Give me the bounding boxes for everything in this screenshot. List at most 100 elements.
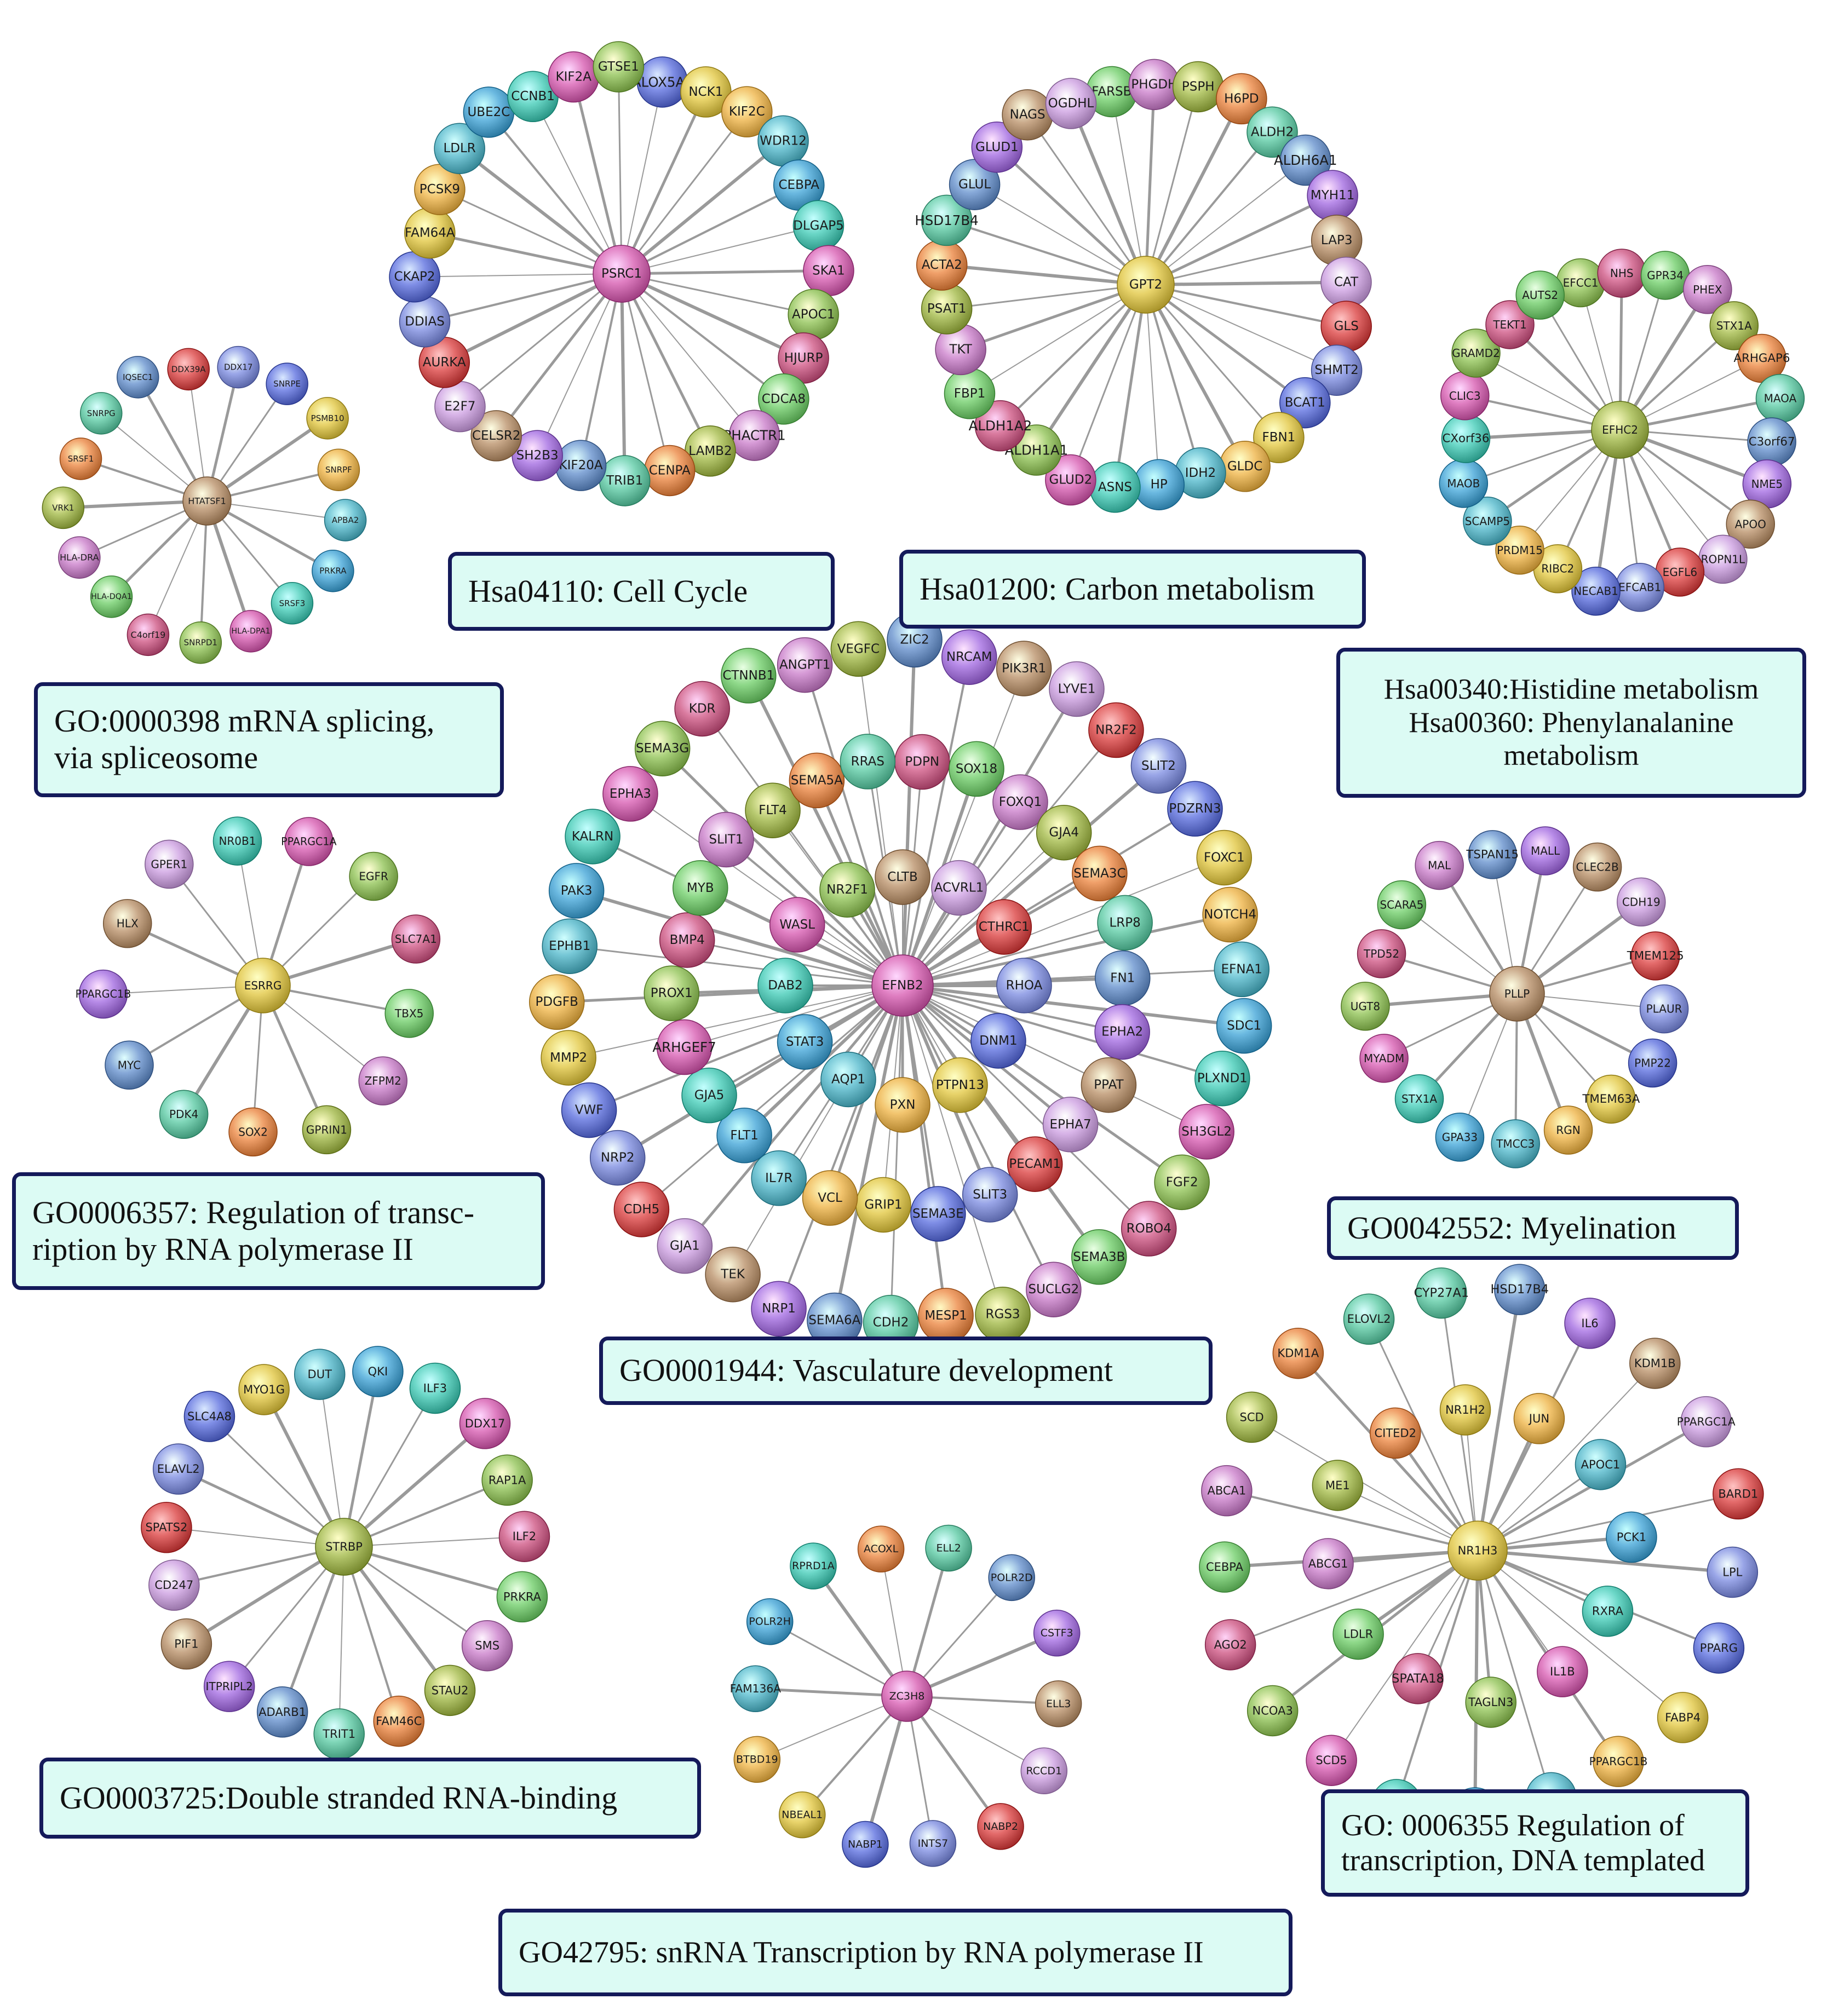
gene-node-GPA33: GPA33	[1435, 1113, 1485, 1162]
node-label: IDH2	[1185, 466, 1216, 480]
gene-node-POLR2H: POLR2H	[746, 1598, 794, 1645]
gene-node-FBP1: FBP1	[944, 368, 996, 419]
edge-EFNB2-FGF2	[901, 984, 1184, 1184]
node-label: FOXQ1	[999, 795, 1042, 809]
node-sphere	[1591, 401, 1649, 459]
node-label: BMP4	[670, 933, 705, 947]
node-label: GPR34	[1647, 269, 1684, 282]
edge-PSRC1-DLGAP5	[621, 225, 819, 274]
gene-node-EGFL6: EGFL6	[1655, 548, 1705, 597]
node-label: BARD1	[1718, 1487, 1758, 1500]
gene-node-MYC: MYC	[105, 1040, 154, 1090]
node-label: DDX39A	[171, 364, 206, 374]
node-label: NR2F1	[826, 883, 868, 897]
node-label: FN1	[1110, 971, 1135, 986]
gene-node-CEBPA: CEBPA	[1199, 1541, 1250, 1593]
node-sphere	[1094, 1004, 1150, 1060]
node-label: VEGFC	[837, 642, 880, 656]
gene-node-CKAP2: CKAP2	[389, 251, 440, 303]
node-label: GPT2	[1129, 278, 1162, 292]
node-label: PIF1	[174, 1638, 198, 1651]
node-sphere	[1377, 880, 1427, 930]
node-sphere	[434, 123, 485, 174]
node-sphere	[802, 1170, 858, 1226]
node-label: SMS	[475, 1639, 499, 1652]
edge-EFNB2-EPHA3	[629, 793, 903, 986]
node-label: NR2F2	[1095, 723, 1137, 738]
node-label: FAM136A	[730, 1682, 782, 1695]
gene-node-CSTF3: CSTF3	[1033, 1609, 1081, 1657]
gene-node-VCL: VCL	[802, 1170, 858, 1226]
edge-EFNB2-KDR	[701, 708, 904, 987]
gene-node-HLA-DRA: HLA-DRA	[58, 536, 101, 579]
gene-node-SOX18: SOX18	[949, 741, 1004, 797]
node-label: POLR2D	[991, 1571, 1033, 1583]
gene-node-CLTB: CLTB	[875, 849, 930, 905]
node-sphere	[470, 410, 522, 462]
gene-node-PSMB10: PSMB10	[306, 397, 349, 440]
node-sphere	[657, 1218, 713, 1274]
node-sphere	[1279, 377, 1331, 429]
node-label: EFHC2	[1602, 423, 1638, 436]
node-label: TEK	[720, 1268, 745, 1282]
gene-node-GLS: GLS	[1320, 301, 1372, 352]
node-label: MYADM	[1364, 1052, 1404, 1065]
gene-node-HP: HP	[1133, 459, 1185, 510]
gene-node-GPR34: GPR34	[1640, 251, 1690, 300]
edge-PSRC1-CENPA	[621, 273, 671, 471]
edge-EFNB2-RGS3	[902, 985, 1004, 1315]
gene-node-KIF2C: KIF2C	[721, 86, 773, 137]
hub-node-ESRRG: ESRRG	[235, 958, 291, 1013]
node-sphere	[167, 348, 210, 391]
gene-node-WASL: WASL	[769, 897, 825, 953]
gene-node-SDC1: SDC1	[1216, 998, 1272, 1054]
node-label: SNRPG	[87, 408, 116, 418]
edge-NR1H3-AGO2	[1230, 1550, 1479, 1646]
node-sphere	[830, 621, 887, 677]
edge-GPT2-HSD17B4	[945, 219, 1147, 286]
node-sphere	[977, 1803, 1024, 1850]
node-label: PDZRN3	[1169, 802, 1221, 816]
node-label: BTBD19	[736, 1753, 778, 1765]
node-sphere	[498, 1511, 550, 1562]
node-label: EGFR	[359, 870, 388, 883]
node-label: GLUL	[958, 177, 991, 192]
node-sphere	[306, 397, 349, 440]
gene-node-PCK1: PCK1	[1606, 1511, 1657, 1563]
edge-GPT2-HP	[1145, 284, 1160, 486]
node-sphere	[732, 1665, 779, 1712]
edge-PSRC1-AURKA	[443, 272, 623, 364]
gene-node-PPARGC1A: PPARGC1A	[1677, 1396, 1736, 1448]
gene-node-GJA4: GJA4	[1036, 804, 1092, 861]
node-label: KIF2A	[556, 70, 592, 84]
node-sphere	[1489, 966, 1545, 1022]
node-label: QKI	[368, 1365, 388, 1378]
node-label: ANGPT1	[779, 658, 830, 672]
gene-node-SH2B3: SH2B3	[512, 430, 563, 481]
node-label: PRKRA	[503, 1590, 542, 1603]
edge-PSRC1-CCNB1	[532, 96, 622, 274]
gene-node-PPARGC1B: PPARGC1B	[1589, 1736, 1647, 1787]
node-sphere	[271, 582, 314, 625]
node-label: RRAS	[851, 754, 884, 769]
node-label: EPHA2	[1101, 1025, 1143, 1039]
gene-node-TMCC3: TMCC3	[1491, 1119, 1540, 1168]
node-sphere	[159, 1090, 209, 1139]
node-label: PROX1	[651, 986, 693, 1000]
gene-node-EPHA3: EPHA3	[602, 766, 658, 822]
gene-node-PDGFB: PDGFB	[529, 974, 585, 1030]
edge-PSRC1-ALOX5AP	[621, 81, 663, 274]
node-label: GLDC	[1227, 459, 1262, 474]
node-label: CEBPA	[779, 178, 820, 192]
node-sphere	[294, 1349, 346, 1400]
node-label: DAB2	[768, 978, 802, 993]
node-sphere	[1726, 499, 1775, 549]
node-sphere	[941, 629, 997, 685]
node-label: MYC	[118, 1058, 141, 1072]
node-sphere	[681, 1067, 737, 1124]
edge-PSRC1-E2F7	[459, 273, 623, 408]
gene-node-RAP1A: RAP1A	[481, 1454, 533, 1506]
node-sphere	[1485, 300, 1535, 349]
node-label: HLA-DQA1	[91, 592, 132, 601]
gene-node-SEMA3C: SEMA3C	[1072, 845, 1128, 902]
